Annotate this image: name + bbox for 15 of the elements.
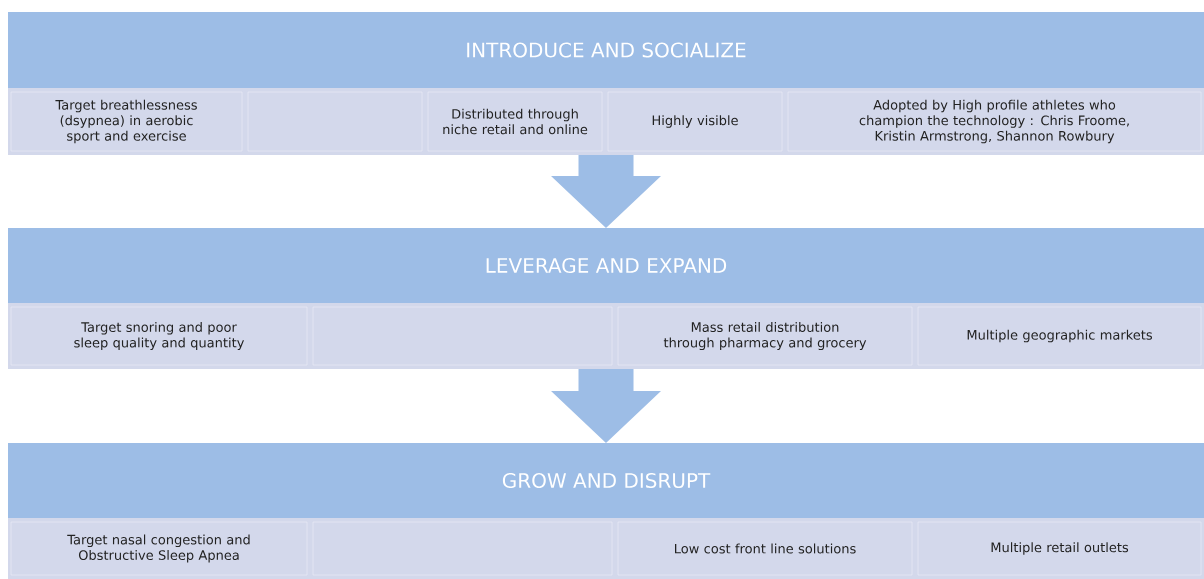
table-cell: Highly visible <box>607 91 783 152</box>
table-cell: Multiple geographic markets <box>917 306 1202 366</box>
arrow <box>551 155 661 228</box>
stage-header: INTRODUCE AND SOCIALIZE <box>8 12 1204 88</box>
table-cell: Target nasal congestion and Obstructive Sleep Apnea <box>10 521 308 576</box>
table-cell: Multiple retail outlets <box>917 521 1202 576</box>
table-cell: Target snoring and poor sleep quality and quantity <box>10 306 308 366</box>
table-cell: Target breathlessness (dsypnea) in aerobic sport and exercise <box>10 91 243 152</box>
arrow <box>551 369 661 443</box>
table-cell: Low cost front line solutions <box>617 521 913 576</box>
table-cell: Distributed through niche retail and online <box>427 91 603 152</box>
table-cell: Adopted by High profile athletes who champion the technology : Chris Froome, Kristin Armstrong, Shannon Rowbury <box>787 91 1202 152</box>
table-cell: Mass retail distribution through pharmacy and grocery <box>617 306 913 366</box>
stage-header: GROW AND DISRUPT <box>8 443 1204 518</box>
stage-header: LEVERAGE AND EXPAND <box>8 228 1204 303</box>
